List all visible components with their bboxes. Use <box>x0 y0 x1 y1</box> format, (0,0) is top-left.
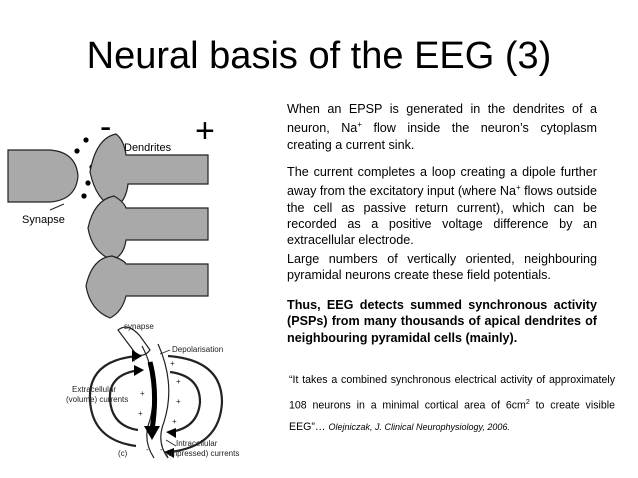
vesicle-dot <box>81 193 87 199</box>
depolarisation-label: Depolarisation <box>172 345 223 354</box>
quote-citation: Olejniczak, J. Clinical Neurophysiology,… <box>328 421 510 432</box>
panel-label: (c) <box>118 449 128 458</box>
intracellular-arrowhead <box>144 426 160 440</box>
intracellular-label: Intracellular <box>176 439 218 448</box>
extracellular-label: Extracellular <box>72 385 116 394</box>
extracellular-loop-left-inner <box>108 368 141 432</box>
extracellular-loop-left-outer <box>88 354 139 448</box>
synapse-terminal <box>117 326 151 356</box>
dipole-diagram: + + + + + + + - - - synapse Depolarisati… <box>66 322 239 459</box>
vesicle-dot <box>74 148 80 154</box>
sign-plus-small: + <box>138 409 143 418</box>
extracellular-arrowhead <box>164 448 174 458</box>
extracellular-label-2: (volume) currents <box>66 395 128 404</box>
intracellular-pointer <box>165 439 177 447</box>
sign-plus-small: + <box>132 355 137 364</box>
extracellular-arrowhead <box>132 350 142 362</box>
sign-plus-small: + <box>170 359 175 368</box>
presynaptic-terminal <box>7 149 79 203</box>
sign-minus-small: - <box>152 373 155 382</box>
vesicle-dot <box>85 180 91 186</box>
extracellular-arrowhead <box>134 365 144 376</box>
sign-plus-small: + <box>176 397 181 406</box>
paragraph-pyramidal: Large numbers of vertically oriented, ne… <box>287 252 597 283</box>
synapse-pointer <box>49 203 65 211</box>
slide-title: Neural basis of the EEG (3) <box>86 35 552 77</box>
dendrite-band-inner <box>157 343 170 459</box>
extracellular-loop-right-inner <box>169 370 202 434</box>
dendrites-label: Dendrites <box>124 142 172 154</box>
neuron-3 <box>85 255 209 319</box>
plus-sign: + <box>195 112 215 150</box>
depolarisation-pointer <box>159 349 171 355</box>
extracellular-loop-right-outer <box>167 354 224 454</box>
sign-plus-small: + <box>140 389 145 398</box>
intracellular-arrow <box>147 361 158 431</box>
sign-plus-small: + <box>172 417 177 426</box>
sign-minus-small: - <box>146 445 149 454</box>
synapse-label-small: synapse <box>124 322 154 331</box>
paragraph-epsp: When an EPSP is generated in the dendrit… <box>287 102 598 152</box>
quote: “It takes a combined synchronous electri… <box>289 374 615 433</box>
neuron-1 <box>89 133 209 209</box>
minus-sign: - <box>100 108 112 146</box>
vesicle-dot <box>83 137 89 143</box>
intracellular-label-2: (impressed) currents <box>166 449 239 458</box>
synapse-label: Synapse <box>22 214 65 226</box>
extracellular-arrowhead <box>166 428 176 438</box>
paragraph-eeg-summary: Thus, EEG detects summed synchronous act… <box>287 298 597 345</box>
sign-minus-small: - <box>160 445 163 454</box>
paragraph-dipole: The current completes a loop creating a … <box>287 165 597 248</box>
neuron-2 <box>87 195 209 261</box>
sign-plus-small: + <box>176 377 181 386</box>
